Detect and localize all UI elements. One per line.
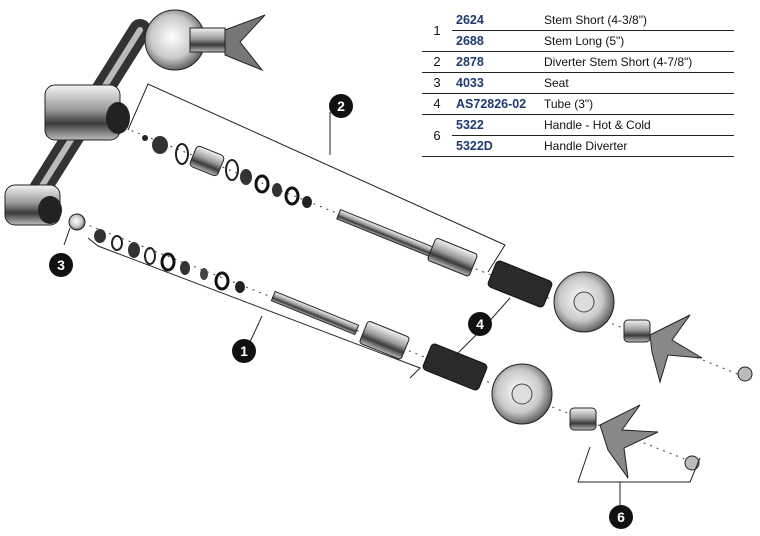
part-description: Handle - Hot & Cold: [540, 114, 734, 136]
callout-4-label: 4: [476, 316, 484, 332]
callout-6: 6: [609, 505, 633, 529]
callout-3: 3: [49, 253, 73, 277]
callout-3-label: 3: [57, 257, 65, 273]
item-number: 4: [422, 93, 452, 115]
part-description: Handle Diverter: [540, 135, 734, 157]
part-description: Stem Long (5"): [540, 30, 734, 52]
upper-stem-assembly: [124, 127, 753, 384]
callout-1-label: 1: [240, 343, 248, 359]
part-description: Stem Short (4-3/8"): [540, 10, 734, 31]
item-number: 2: [422, 51, 452, 73]
item-number: 3: [422, 72, 452, 94]
lower-stem-assembly: [68, 213, 701, 479]
part-description: Diverter Stem Short (4-7/8"): [540, 51, 734, 73]
part-number: 4033: [452, 72, 540, 94]
part-number: 2878: [452, 51, 540, 73]
callout-2: 2: [329, 94, 353, 118]
callout-6-label: 6: [617, 509, 625, 525]
callout-2-label: 2: [337, 98, 345, 114]
part-number: 2624: [452, 10, 540, 31]
part-description: Tube (3"): [540, 93, 734, 115]
part-description: Seat: [540, 72, 734, 94]
valve-body: [4, 9, 266, 226]
part-number: 5322D: [452, 135, 540, 157]
item-number: 6: [422, 114, 452, 157]
part-number: 5322: [452, 114, 540, 136]
callout-4: 4: [468, 312, 492, 336]
callout-1: 1: [232, 339, 256, 363]
item-number: 1: [422, 10, 452, 52]
callout-brackets: [63, 83, 701, 505]
part-number: 2688: [452, 30, 540, 52]
part-number: AS72826-02: [452, 93, 540, 115]
